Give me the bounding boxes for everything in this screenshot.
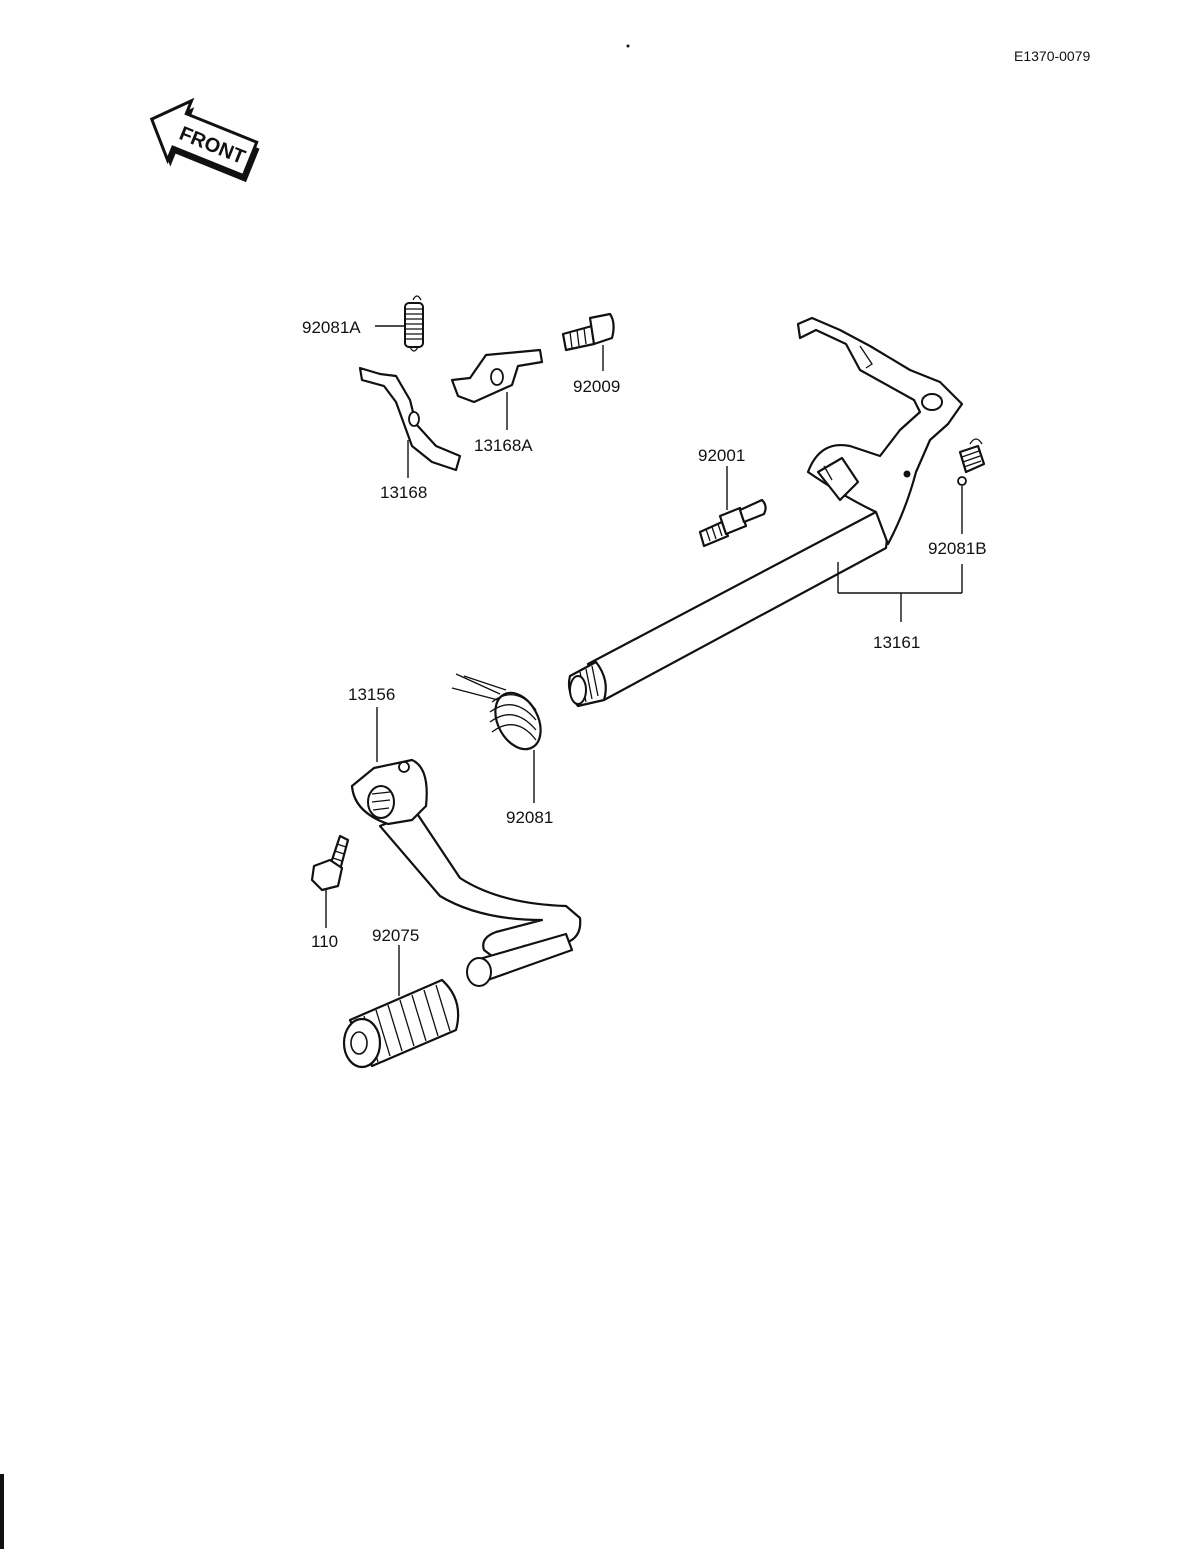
speck <box>626 44 630 48</box>
bolt-92009-drawing <box>561 312 615 352</box>
part-label-110: 110 <box>311 932 338 951</box>
spring-92081b-drawing <box>957 438 986 486</box>
plate-13168-drawing <box>358 366 462 472</box>
front-arrow-icon: FRONT <box>149 97 260 183</box>
spring-92081a-drawing <box>404 295 424 352</box>
pedal-rubber-92075-drawing <box>342 978 460 1069</box>
part-label-92001: 92001 <box>698 446 745 465</box>
part-label-92081: 92081 <box>506 808 553 827</box>
part-label-13161: 13161 <box>873 633 920 652</box>
part-label-92081b: 92081B <box>928 539 987 558</box>
part-label-92081a: 92081A <box>302 318 361 337</box>
shift-pedal-13156-drawing <box>350 758 582 987</box>
part-label-13156: 13156 <box>348 685 395 704</box>
shift-shaft-13161-drawing <box>567 316 964 708</box>
stud-92001-drawing <box>698 498 767 548</box>
torsion-spring-92081-drawing <box>451 673 542 751</box>
diagram-code: E1370-0079 <box>1014 48 1091 64</box>
bolt-110-drawing <box>310 834 350 892</box>
part-label-92009: 92009 <box>573 377 620 396</box>
plate-13168a-drawing <box>450 348 544 404</box>
part-label-13168a: 13168A <box>474 436 533 455</box>
part-label-13168: 13168 <box>380 483 427 502</box>
scan-edge-mark <box>0 1474 4 1549</box>
part-label-92075: 92075 <box>372 926 419 945</box>
